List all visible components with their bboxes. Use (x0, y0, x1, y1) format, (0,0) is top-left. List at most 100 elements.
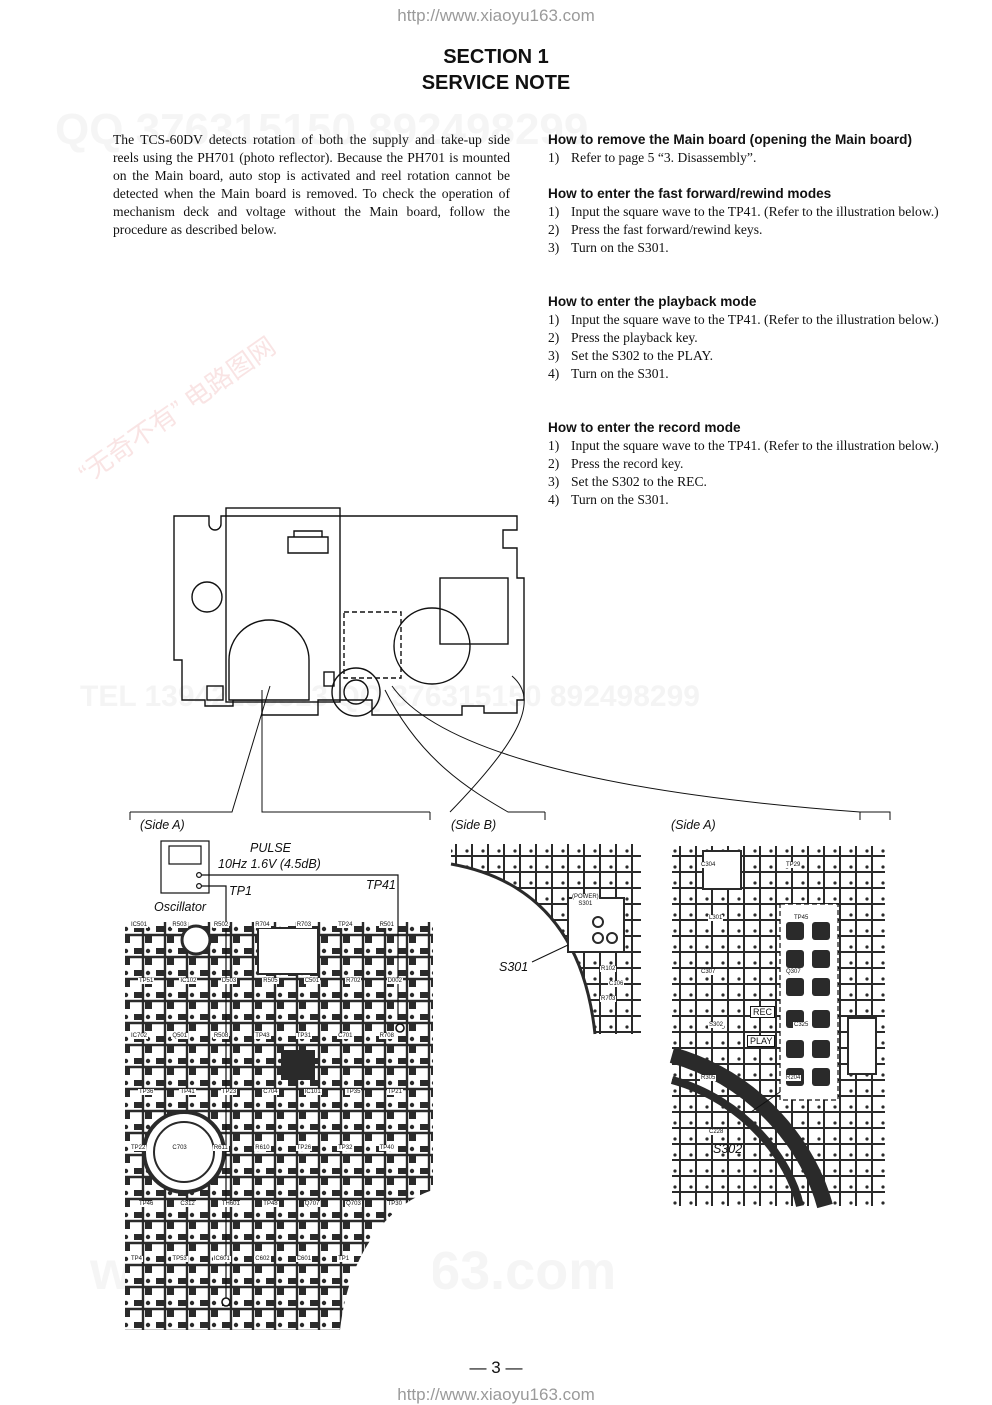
pcb-ref-label: IC702 (130, 1033, 149, 1040)
s301-label: S301 (499, 960, 529, 974)
leader-lines (129, 675, 891, 820)
pcb-ref-label: TP53 (171, 1256, 188, 1263)
pcb-ref-label: TP48 (262, 1200, 279, 1207)
pcb-ref-label: C304 (700, 862, 717, 868)
pcb-ref-label: IC101 (303, 1089, 322, 1096)
list-item: 2)Press the playback key. (548, 330, 698, 345)
play-label: PLAY (747, 1035, 776, 1047)
watermark-tel: TEL 13942296513 QQ 376315150 892498299 (80, 680, 700, 713)
pcb-ref-label: TP36 (138, 1089, 155, 1096)
pcb-ref-label: R501 (378, 922, 395, 928)
list-item: 3)Set the S302 to the PLAY. (548, 348, 713, 363)
s302-label: S302 (713, 1142, 743, 1156)
pcb-ref-label: R708 (378, 1033, 395, 1040)
pcb-ref-label: TP41 (179, 1089, 196, 1096)
pcb-ref-label: TP51 (138, 977, 155, 984)
tp1-label: TP1 (229, 884, 252, 898)
pcb-ref-label: TP32 (337, 1144, 354, 1151)
pcb-ref-label: R502 (212, 922, 230, 928)
list-item: 2)Press the fast forward/rewind keys. (548, 222, 763, 237)
pcb-ref-label: Q307 (785, 968, 802, 975)
pcb-ref-label: R704 (254, 922, 271, 928)
intro-paragraph: The TCS-60DV detects rotation of both th… (113, 132, 510, 237)
pcb-ref-label: R204 (785, 1075, 802, 1082)
pcb-ref-label: C703 (171, 1144, 188, 1151)
pcb-ref-label: R505 (262, 977, 279, 984)
pcb-ref-label: IC102 (179, 977, 198, 984)
pcb-ref-label: C228 (708, 1128, 725, 1135)
tp1-point (221, 1297, 231, 1307)
pcb-ref-label: D002 (386, 977, 403, 984)
pcb-ref-label: TP26 (295, 1144, 313, 1151)
pcb-ref-label: R703 (600, 996, 617, 1002)
pcb-ref-label: C312 (179, 1200, 196, 1207)
pcb-ref-label: R102 (600, 966, 617, 972)
watermark-qq: QQ 376315150 892498299 (55, 105, 589, 154)
pcb-ref-label: R508 (212, 1033, 230, 1040)
pcb-ref-label: TP1 (337, 1256, 351, 1263)
pcb-ref-label: D503 (220, 977, 238, 984)
pcb-ref-label: TP21 (386, 1089, 403, 1096)
tp41-label: TP41 (366, 878, 396, 892)
side-a-left-label: (Side A) (140, 818, 185, 832)
pcb-ref-label: TP43 (254, 1033, 271, 1040)
pcb-ref-label: C704 (262, 1089, 279, 1096)
list-item: 4)Turn on the S301. (548, 366, 669, 381)
pcb-ref-label: L301 (708, 915, 724, 922)
procedure-heading: How to enter the fast forward/rewind mod… (548, 186, 832, 201)
pcb-ref-label: Q501 (171, 1033, 189, 1040)
side-a-right-label: (Side A) (671, 818, 716, 832)
pcb-ref-label: TP29 (785, 862, 802, 868)
list-item: 2)Press the record key. (548, 456, 684, 471)
pcb-ref-label: C501 (303, 977, 321, 984)
mechanism-outline (173, 507, 525, 717)
list-item: 1)Input the square wave to the TP41. (Re… (548, 438, 939, 453)
pcb-ref-label: TP45 (793, 915, 810, 922)
list-item: 1)Refer to page 5 “3. Disassembly”. (548, 150, 757, 165)
pcb-ref-label: TP30 (386, 1200, 403, 1207)
header-url[interactable]: http://www.xiaoyu163.com (397, 6, 595, 25)
pcb-ref-label: C325 (793, 1022, 810, 1028)
pcb-ref-label: R610 (254, 1144, 271, 1151)
procedure-heading: How to enter the playback mode (548, 294, 757, 309)
power-label: (POWER)S301 (572, 894, 599, 908)
oscillator-label: Oscillator (154, 900, 207, 914)
rec-label: REC (750, 1006, 776, 1018)
pcb-ref-label: R305 (700, 1075, 717, 1082)
side-b-label: (Side B) (451, 818, 497, 832)
section-title: SERVICE NOTE (421, 72, 571, 94)
pcb-ref-label: R611 (212, 1144, 229, 1151)
pcb-ref-label: S302 (708, 1022, 725, 1028)
list-item: 3)Turn on the S301. (548, 240, 669, 255)
procedure-heading: How to enter the record mode (548, 420, 741, 435)
list-item: 4)Turn on the S301. (548, 492, 669, 507)
pcb-ref-label: C307 (700, 968, 717, 975)
procedure-ff-rew: How to enter the fast forward/rewind mod… (548, 185, 945, 257)
pcb-ref-label: TP4 (130, 1256, 144, 1263)
pulse-label: PULSE (250, 841, 291, 855)
pcb-ref-label: R503 (171, 922, 188, 928)
footer-url[interactable]: http://www.xiaoyu163.com (397, 1385, 595, 1404)
pcb-ref-label: C602 (254, 1256, 271, 1263)
pcb-ref-label: TP23 (220, 1089, 238, 1096)
procedure-heading: How to remove the Main board (opening th… (548, 132, 913, 147)
pcb-ref-label: IC501 (130, 922, 149, 928)
list-item: 1)Input the square wave to the TP41. (Re… (548, 204, 939, 219)
procedure-playback: How to enter the playback mode 1)Input t… (548, 293, 945, 383)
pcb-ref-label: TP46 (138, 1200, 155, 1207)
pcb-ref-label: TP31 (295, 1033, 313, 1040)
pcb-ref-label: R702 (345, 977, 362, 984)
procedure-record: How to enter the record mode 1)Input the… (548, 419, 945, 509)
procedure-remove-main-board: How to remove the Main board (opening th… (548, 131, 945, 167)
pcb-side-a-right (669, 846, 885, 1209)
section-number: SECTION 1 (443, 46, 549, 68)
pcb-ref-label: TP22 (130, 1144, 147, 1151)
pcb-ref-label: TP40 (378, 1144, 395, 1151)
pcb-ref-label: IC601 (212, 1256, 231, 1263)
pcb-ref-label: C601 (295, 1256, 313, 1263)
pcb-ref-label: R703 (295, 922, 313, 928)
pcb-ref-label: Q707 (303, 1200, 321, 1207)
oscillator (160, 840, 399, 1302)
pcb-ref-label: TP24 (337, 922, 354, 928)
